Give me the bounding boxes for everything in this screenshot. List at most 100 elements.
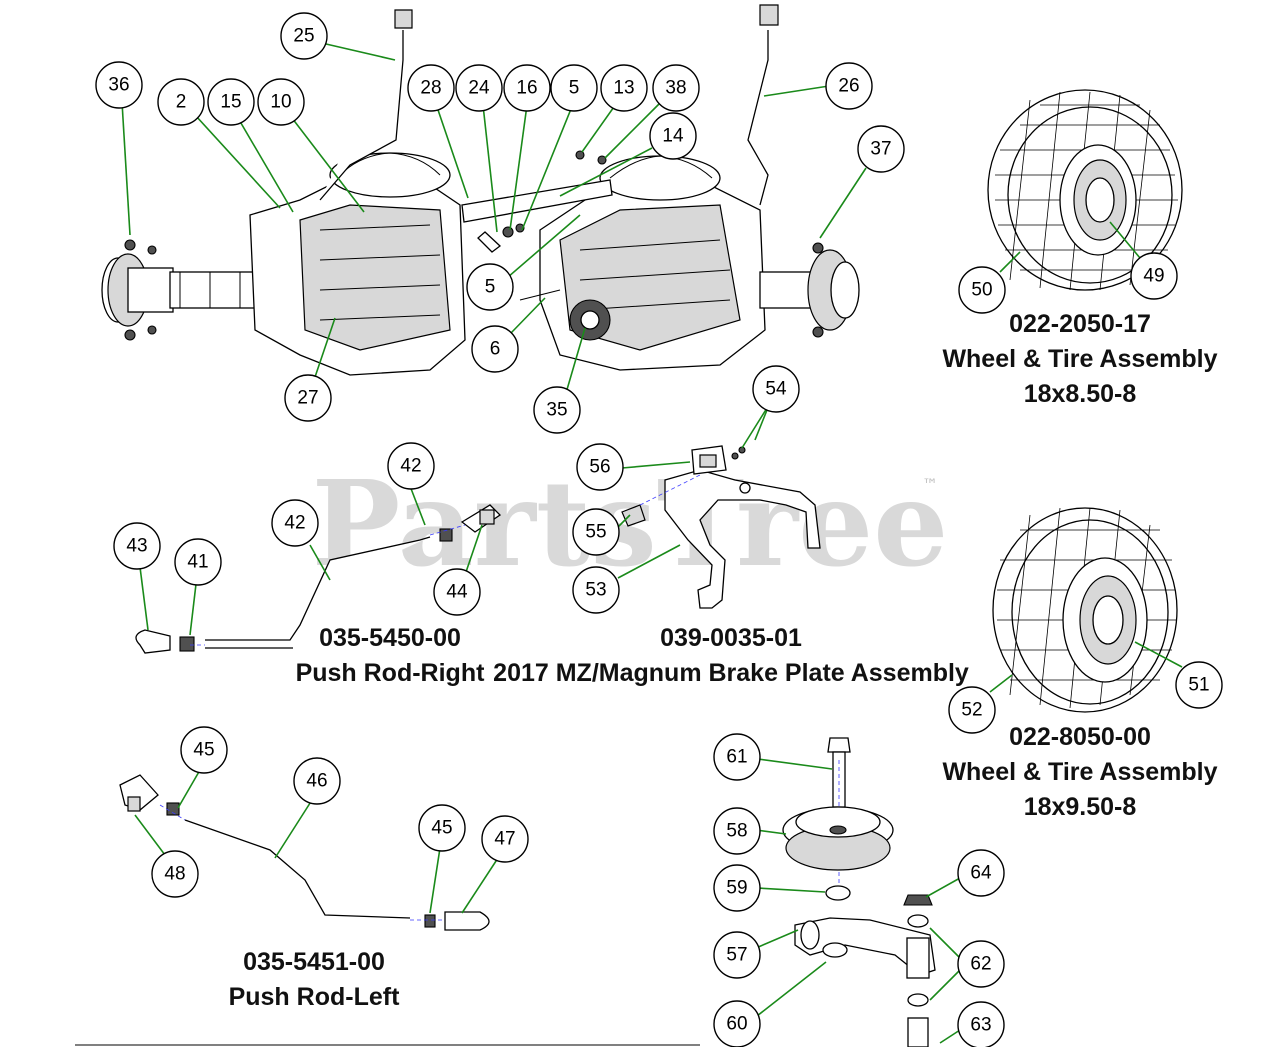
callout[interactable]: 59 (713, 864, 761, 912)
wheel-rear-size: 18x9.50-8 (1024, 793, 1137, 821)
callout[interactable]: 56 (576, 443, 624, 491)
brake-plate-name: 2017 MZ/Magnum Brake Plate Assembly (493, 659, 969, 687)
callout[interactable]: 28 (407, 64, 455, 112)
callout[interactable]: 45 (418, 804, 466, 852)
callout[interactable]: 47 (481, 815, 529, 863)
svg-text:57: 57 (726, 945, 747, 966)
callout[interactable]: 52 (948, 686, 996, 734)
wheel-tire-rear (992, 507, 1178, 713)
leaders-wheel-rear (989, 641, 1183, 693)
callout[interactable]: 5 (466, 263, 514, 311)
svg-text:45: 45 (431, 818, 452, 839)
push-rod-left-number: 035-5451-00 (243, 948, 385, 976)
callout[interactable]: 48 (151, 850, 199, 898)
callout[interactable]: 37 (857, 125, 905, 173)
watermark-trademark: ™ (922, 475, 938, 494)
leaders-top (121, 43, 867, 394)
leaders-brake (616, 407, 768, 579)
callout[interactable]: 60 (713, 1000, 761, 1047)
callout[interactable]: 42 (387, 442, 435, 490)
svg-text:49: 49 (1143, 266, 1164, 287)
svg-text:48: 48 (164, 864, 185, 885)
svg-text:61: 61 (726, 747, 747, 768)
callout[interactable]: 16 (503, 64, 551, 112)
wheel-rear-name: Wheel & Tire Assembly (942, 758, 1217, 786)
callout[interactable]: 51 (1175, 661, 1223, 709)
svg-text:15: 15 (220, 92, 241, 113)
svg-text:5: 5 (569, 78, 580, 99)
push-rod-left (119, 774, 490, 931)
svg-text:25: 25 (293, 26, 314, 47)
wheel-rear-number: 022-8050-00 (1009, 723, 1151, 751)
callouts: 25 36 2 15 10 28 24 16 5 13 38 14 26 37 … (95, 12, 1223, 1047)
callout[interactable]: 45 (180, 726, 228, 774)
callout[interactable]: 62 (957, 940, 1005, 988)
callout[interactable]: 57 (713, 931, 761, 979)
svg-text:16: 16 (516, 78, 537, 99)
svg-text:59: 59 (726, 878, 747, 899)
svg-text:44: 44 (446, 582, 468, 603)
callout[interactable]: 64 (957, 849, 1005, 897)
callout[interactable]: 27 (284, 374, 332, 422)
callout[interactable]: 5 (550, 64, 598, 112)
callout[interactable]: 58 (713, 807, 761, 855)
callout[interactable]: 46 (293, 757, 341, 805)
callout[interactable]: 43 (113, 522, 161, 570)
wheel-front-number: 022-2050-17 (1009, 310, 1151, 338)
callout[interactable]: 61 (713, 733, 761, 781)
svg-text:60: 60 (726, 1014, 747, 1035)
push-rod-right-number: 035-5450-00 (319, 624, 461, 652)
assembly-labels: 022-2050-17 Wheel & Tire Assembly 18x8.5… (229, 310, 1218, 1011)
leaders-push-rod-left (134, 769, 499, 914)
callout[interactable]: 10 (257, 78, 305, 126)
callout[interactable]: 42 (271, 499, 319, 547)
svg-text:63: 63 (970, 1015, 991, 1036)
idler-pulley-assembly (782, 737, 936, 1047)
svg-text:52: 52 (961, 700, 982, 721)
transaxle-assembly (101, 4, 860, 376)
svg-text:13: 13 (613, 78, 634, 99)
leaders-push-rod-right (139, 485, 483, 636)
callout[interactable]: 63 (957, 1001, 1005, 1047)
callout[interactable]: 44 (433, 568, 481, 616)
callout[interactable]: 36 (95, 61, 143, 109)
callout[interactable]: 25 (280, 12, 328, 60)
callout[interactable]: 35 (533, 386, 581, 434)
svg-text:36: 36 (108, 75, 129, 96)
leaders-idler (755, 758, 961, 1044)
callout[interactable]: 49 (1130, 252, 1178, 300)
callout[interactable]: 13 (600, 64, 648, 112)
callout[interactable]: 15 (207, 78, 255, 126)
callout[interactable]: 53 (572, 566, 620, 614)
svg-text:58: 58 (726, 821, 747, 842)
svg-text:47: 47 (494, 829, 515, 850)
callout[interactable]: 14 (649, 112, 697, 160)
push-rod-right-name: Push Rod-Right (296, 659, 486, 687)
svg-text:5: 5 (485, 277, 496, 298)
callout[interactable]: 38 (652, 64, 700, 112)
callout[interactable]: 55 (572, 508, 620, 556)
push-rod-right (135, 504, 502, 654)
brake-plate-assembly (621, 445, 821, 609)
svg-text:37: 37 (870, 139, 891, 160)
svg-text:50: 50 (971, 280, 992, 301)
svg-text:2: 2 (176, 92, 187, 113)
svg-text:45: 45 (193, 740, 214, 761)
callout[interactable]: 6 (471, 325, 519, 373)
svg-text:6: 6 (490, 339, 501, 360)
callout[interactable]: 50 (958, 266, 1006, 314)
callout[interactable]: 26 (825, 62, 873, 110)
svg-text:43: 43 (126, 536, 147, 557)
svg-text:35: 35 (546, 400, 567, 421)
svg-text:38: 38 (665, 78, 686, 99)
svg-text:28: 28 (420, 78, 441, 99)
svg-text:51: 51 (1188, 675, 1209, 696)
callout[interactable]: 41 (174, 538, 222, 586)
svg-text:27: 27 (297, 388, 318, 409)
callout[interactable]: 54 (752, 365, 800, 413)
svg-text:53: 53 (585, 580, 606, 601)
callout[interactable]: 24 (455, 64, 503, 112)
callout[interactable]: 2 (157, 78, 205, 126)
wheel-front-name: Wheel & Tire Assembly (942, 345, 1217, 373)
